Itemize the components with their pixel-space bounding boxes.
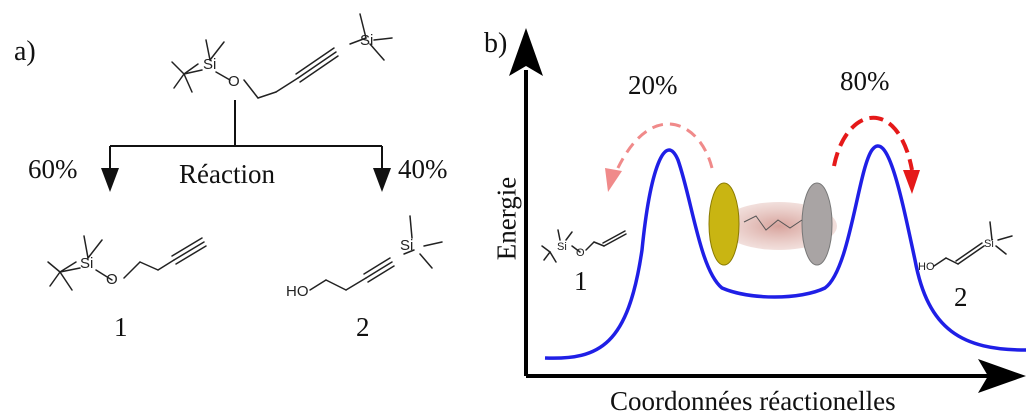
gold-disk [708,182,740,266]
panel-a-label: a) [14,36,36,67]
x-axis-arrowhead [978,359,1026,393]
atom-o-start: O [228,73,240,90]
product-2-molecule: HO Si [286,215,443,300]
energy-curve [544,144,1027,360]
reaction-label: Réaction [179,159,275,189]
percent-80-label: 80% [840,66,890,96]
percent-60-label: 60% [28,154,78,184]
product-1-number: 1 [114,312,128,342]
atom-si-small2: Si [984,238,994,250]
arrow-right-head [373,168,391,192]
arrow-left-head [101,168,119,192]
arrow-80-head [903,170,920,194]
y-axis-label: Energie [491,176,522,261]
arrow-20-percent [605,122,714,192]
x-axis-label: Coordonnées réactionelles [610,386,896,416]
arrow-80-percent [832,115,920,194]
atom-ho-p2: HO [286,283,309,300]
confined-molecule [708,182,837,266]
atom-si-p2: Si [400,237,413,254]
atom-si-p1: Si [80,255,93,272]
atom-ho-small2: HO [918,261,935,273]
percent-40-label: 40% [398,154,448,184]
product-2-number: 2 [356,312,370,342]
small-product-1: Si O [541,229,627,263]
atom-si2-start: Si [360,32,373,49]
atom-si-small1: Si [557,241,567,253]
small-product-2: HO Si [918,221,1013,273]
atom-si-start: Si [203,56,216,73]
energy-curve-label-1: 1 [574,266,588,296]
panel-b-label: b) [484,28,508,59]
energy-curve-label-2: 2 [954,282,968,312]
axes [509,28,1026,393]
reaction-tree [101,100,391,192]
atom-o-small1: O [576,247,585,259]
gray-disk [801,182,833,266]
y-axis-arrowhead [509,28,543,76]
product-1-molecule: Si O [47,235,207,291]
atom-o-p1: O [106,271,118,288]
starting-molecule: Si O Si [171,13,393,99]
arrow-20-head [605,168,622,192]
percent-20-label: 20% [628,70,678,100]
